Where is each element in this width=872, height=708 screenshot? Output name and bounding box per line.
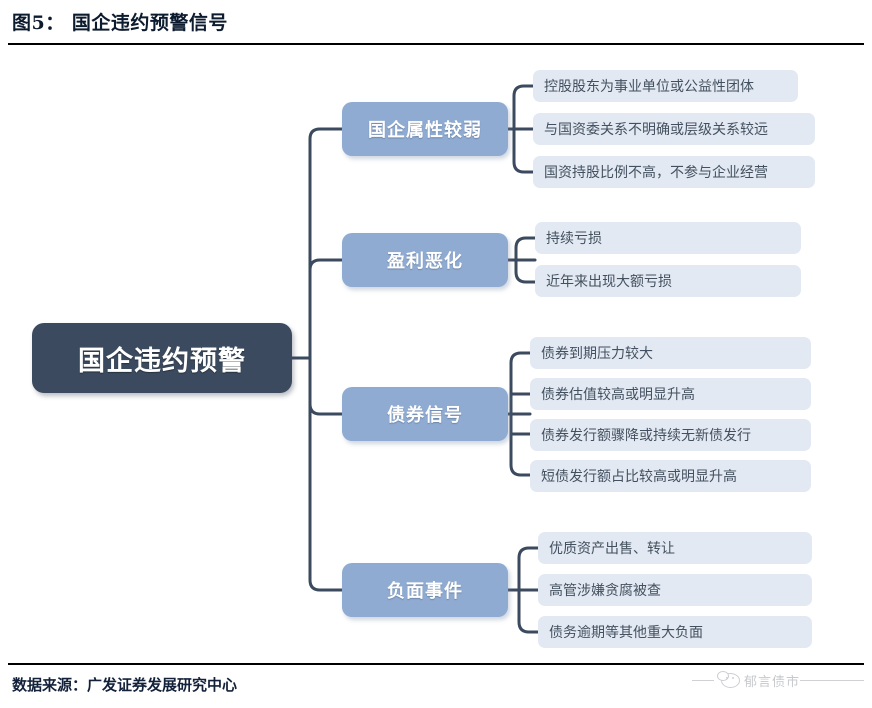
leaf-node-1-3[interactable]: 国资持股比例不高，不参与企业经营 [533, 156, 815, 188]
watermark-label: 郁言债市 [744, 674, 801, 690]
watermark-line-right [800, 679, 864, 681]
connector-lines [290, 84, 540, 634]
mindmap-diagram: 国企违约预警 国企属性较弱 控股股东为事业单位或公益性团体 与国资委关系不明确或… [0, 44, 872, 663]
branch-node-1-label: 国企属性较弱 [368, 120, 482, 141]
root-node-label: 国企违约预警 [78, 345, 246, 377]
leaf-node-4-2[interactable]: 高管涉嫌贪腐被查 [538, 574, 812, 606]
leaf-node-1-1[interactable]: 控股股东为事业单位或公益性团体 [533, 70, 798, 102]
leaf-node-3-2[interactable]: 债券估值较高或明显升高 [530, 378, 811, 410]
leaf-node-2-1-label: 持续亏损 [546, 231, 602, 247]
branch-node-1[interactable]: 国企属性较弱 [342, 102, 508, 156]
leaf-node-4-1-label: 优质资产出售、转让 [549, 541, 675, 557]
root-node[interactable]: 国企违约预警 [32, 323, 292, 393]
leaf-node-4-2-label: 高管涉嫌贪腐被查 [549, 583, 661, 599]
leaf-node-1-2[interactable]: 与国资委关系不明确或层级关系较远 [533, 113, 815, 145]
leaf-node-3-4[interactable]: 短债发行额占比较高或明显升高 [530, 460, 811, 492]
source-note: 数据来源：广发证券发展研究中心 [12, 676, 238, 694]
leaf-node-3-1[interactable]: 债券到期压力较大 [530, 337, 811, 369]
leaf-node-1-3-label: 国资持股比例不高，不参与企业经营 [544, 165, 768, 181]
leaf-node-3-2-label: 债券估值较高或明显升高 [541, 387, 695, 403]
wechat-bubble-icon [717, 671, 741, 689]
branch-node-4[interactable]: 负面事件 [342, 563, 508, 617]
branch-node-4-label: 负面事件 [387, 581, 463, 602]
header-divider [8, 43, 864, 45]
leaf-node-1-2-label: 与国资委关系不明确或层级关系较远 [544, 122, 768, 138]
leaf-node-4-1[interactable]: 优质资产出售、转让 [538, 532, 812, 564]
watermark-line-left [692, 679, 714, 681]
leaf-node-2-1[interactable]: 持续亏损 [535, 222, 801, 254]
branch-node-2-label: 盈利恶化 [387, 251, 463, 272]
page-title: 图5： 国企违约预警信号 [12, 12, 228, 34]
leaf-node-3-3-label: 债券发行额骤降或持续无新债发行 [541, 428, 751, 444]
leaf-node-3-1-label: 债券到期压力较大 [541, 346, 653, 362]
leaf-node-2-2[interactable]: 近年来出现大额亏损 [535, 265, 801, 297]
leaf-node-4-3[interactable]: 债务逾期等其他重大负面 [538, 616, 812, 648]
leaf-node-3-4-label: 短债发行额占比较高或明显升高 [541, 469, 737, 485]
footer-divider [8, 663, 864, 665]
leaf-node-3-3[interactable]: 债券发行额骤降或持续无新债发行 [530, 419, 811, 451]
branch-node-2[interactable]: 盈利恶化 [342, 233, 508, 287]
watermark: 郁言债市 [692, 667, 864, 693]
leaf-node-4-3-label: 债务逾期等其他重大负面 [549, 625, 703, 641]
leaf-node-2-2-label: 近年来出现大额亏损 [546, 274, 672, 290]
branch-node-3[interactable]: 债券信号 [342, 387, 508, 441]
leaf-node-1-1-label: 控股股东为事业单位或公益性团体 [544, 79, 754, 95]
branch-node-3-label: 债券信号 [387, 405, 463, 426]
